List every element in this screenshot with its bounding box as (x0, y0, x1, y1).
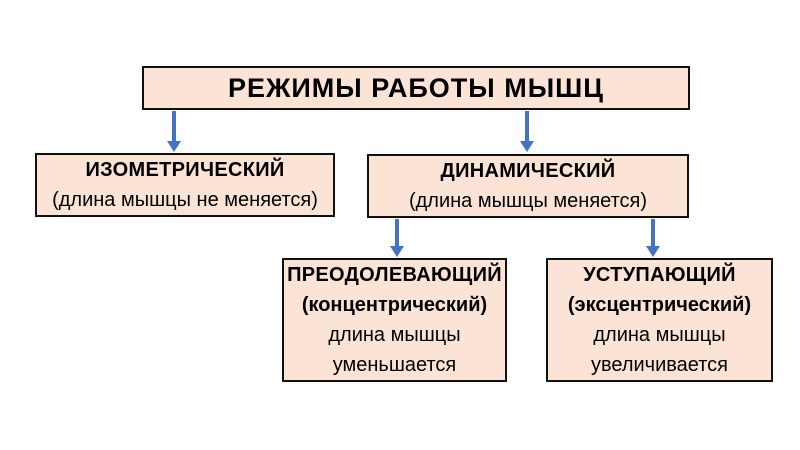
arrow-root-to-isometric (167, 111, 181, 152)
arrow-dynamic-to-yielding (646, 219, 660, 257)
arrow-head-icon (167, 141, 181, 152)
node-title: РЕЖИМЫ РАБОТЫ МЫШЦ (227, 73, 604, 103)
node-note: (длина мышцы меняется) (408, 190, 648, 212)
node-dynamic: ДИНАМИЧЕСКИЙ (длина мышцы меняется) (367, 154, 689, 218)
node-note: (концентрический) (301, 294, 488, 316)
arrow-stem (395, 219, 399, 246)
node-yielding: УСТУПАЮЩИЙ (эксцентрический) длина мышцы… (546, 258, 773, 382)
node-detail-line: увеличивается (590, 354, 729, 376)
arrow-head-icon (390, 246, 404, 257)
arrow-head-icon (520, 141, 534, 152)
node-overcoming: ПРЕОДОЛЕВАЮЩИЙ (концентрический) длина м… (282, 258, 507, 382)
arrow-head-icon (646, 246, 660, 257)
node-detail-line: длина мышцы (593, 324, 726, 346)
node-title: ПРЕОДОЛЕВАЮЩИЙ (287, 264, 502, 286)
arrow-stem (525, 111, 529, 141)
node-detail-line: уменьшается (332, 354, 457, 376)
node-note: (эксцентрический) (567, 294, 752, 316)
arrow-stem (651, 219, 655, 246)
arrow-root-to-dynamic (520, 111, 534, 152)
node-note: (длина мышцы не меняется) (52, 189, 318, 211)
arrow-dynamic-to-overcoming (390, 219, 404, 257)
node-isometric: ИЗОМЕТРИЧЕСКИЙ (длина мышцы не меняется) (35, 153, 335, 217)
node-root-muscle-work-modes: РЕЖИМЫ РАБОТЫ МЫШЦ (142, 66, 690, 110)
node-title: УСТУПАЮЩИЙ (583, 264, 736, 286)
node-title: ДИНАМИЧЕСКИЙ (440, 160, 616, 182)
node-detail-line: длина мышцы (328, 324, 461, 346)
arrow-stem (172, 111, 176, 141)
node-title: ИЗОМЕТРИЧЕСКИЙ (85, 159, 285, 181)
